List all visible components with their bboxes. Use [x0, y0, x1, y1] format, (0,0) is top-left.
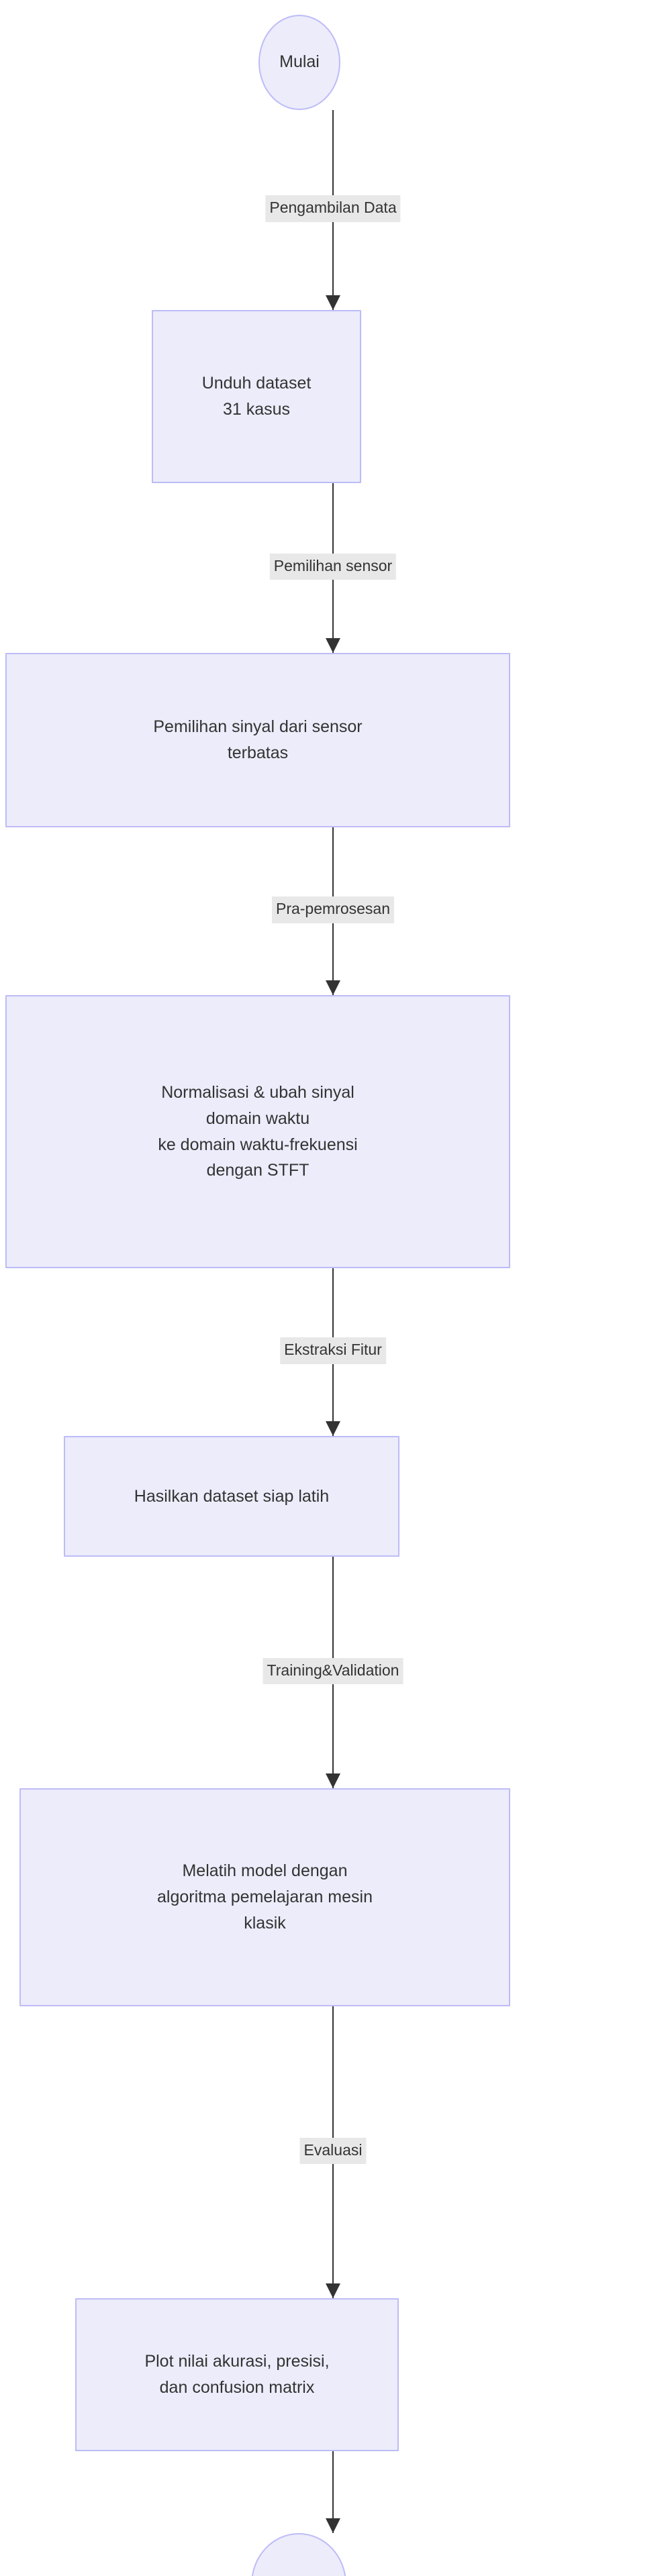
- edge-label-pra-pemrosesan: Pra-pemrosesan: [271, 896, 395, 923]
- edge-label-pemilihan-sensor: Pemilihan sensor: [269, 553, 397, 580]
- node-ready-dataset-label: Hasilkan dataset siap latih: [134, 1486, 330, 1506]
- node-download-dataset-label: Unduh dataset 31 kasus: [201, 374, 312, 419]
- node-start-label: Mulai: [279, 52, 320, 72]
- node-signal-selection-label: Pemilihan sinyal dari sensor terbatas: [153, 717, 363, 762]
- edge-label-pengambilan-data: Pengambilan Data: [265, 195, 401, 222]
- node-evaluate-plot-label: Plot nilai akurasi, presisi, dan confusi…: [144, 2352, 330, 2397]
- edge-label-training-validation: Training&Validation: [263, 1657, 403, 1685]
- edge-select-preprocess-arrow: [326, 980, 340, 995]
- node-preprocessing-label: Normalisasi & ubah sinyal domain waktu k…: [158, 1083, 358, 1180]
- edge-label-text: Training&Validation: [267, 1661, 399, 1679]
- node-signal-selection[interactable]: Pemilihan sinyal dari sensor terbatas: [5, 653, 510, 827]
- edge-download-select-arrow: [326, 638, 340, 653]
- edge-label-text: Pra-pemrosesan: [275, 900, 391, 917]
- node-download-dataset[interactable]: Unduh dataset 31 kasus: [152, 310, 361, 483]
- node-train-model-label: Melatih model dengan algoritma pemelajar…: [157, 1861, 373, 1933]
- edge-label-text: Ekstraksi Fitur: [284, 1341, 382, 1358]
- node-end-label: Selesai: [271, 2573, 326, 2576]
- edge-label-text: Pemilihan sensor: [273, 556, 393, 574]
- edge-dataset-train-arrow: [326, 1773, 340, 1788]
- edge-label-text: Pengambilan Data: [269, 199, 397, 216]
- edge-preprocess-dataset-arrow: [326, 1421, 340, 1436]
- node-train-model[interactable]: Melatih model dengan algoritma pemelajar…: [19, 1788, 510, 2006]
- edge-evaluate-end-arrow: [326, 2518, 340, 2533]
- node-start[interactable]: Mulai: [258, 15, 340, 110]
- edge-label-evaluasi: Evaluasi: [299, 2137, 367, 2165]
- node-preprocessing[interactable]: Normalisasi & ubah sinyal domain waktu k…: [5, 995, 510, 1268]
- node-ready-dataset[interactable]: Hasilkan dataset siap latih: [64, 1436, 399, 1557]
- edge-train-evaluate-arrow: [326, 2283, 340, 2298]
- edge-evaluate-end-line: [332, 2451, 334, 2533]
- edge-label-text: Evaluasi: [303, 2141, 363, 2159]
- edge-start-download-arrow: [326, 295, 340, 310]
- edge-label-ekstraksi-fitur: Ekstraksi Fitur: [280, 1337, 386, 1364]
- node-evaluate-plot[interactable]: Plot nilai akurasi, presisi, dan confusi…: [75, 2298, 399, 2451]
- node-end[interactable]: Selesai: [251, 2533, 346, 2576]
